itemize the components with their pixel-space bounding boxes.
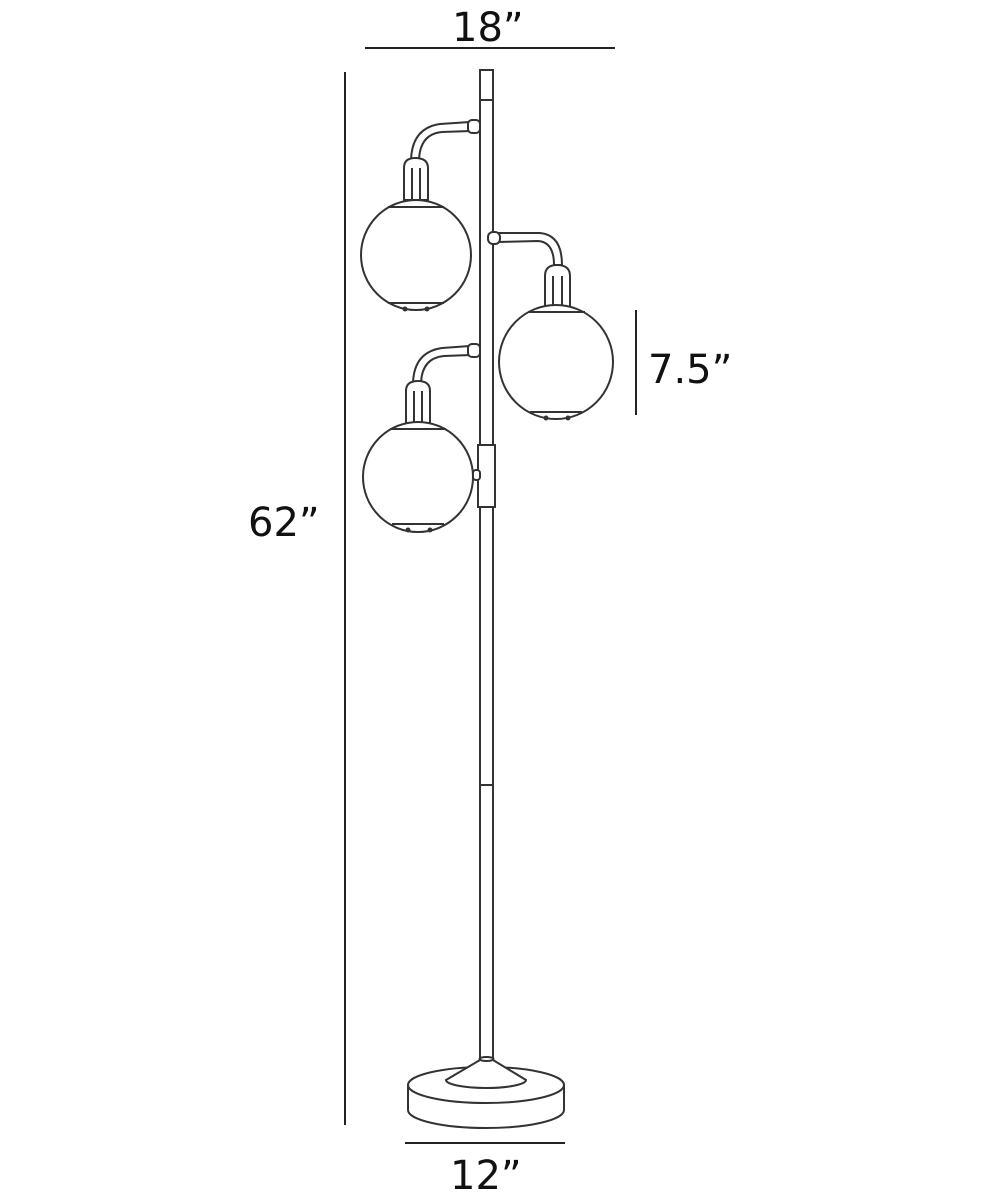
- lamp-base: [407, 1056, 565, 1129]
- lamp-head-right: [487, 231, 614, 421]
- height-label: 62”: [248, 500, 320, 546]
- glass-globe: [362, 421, 474, 533]
- switch-knob: [472, 469, 481, 481]
- base-diameter-label: 12”: [450, 1153, 522, 1199]
- glass-globe: [498, 304, 614, 420]
- floor-lamp: [360, 69, 614, 1129]
- lamp-head-upper-left: [360, 119, 481, 312]
- lamp-head-lower-left: [362, 343, 481, 533]
- width-label: 18”: [452, 5, 524, 51]
- shade-height-label: 7.5”: [648, 347, 733, 393]
- glass-globe: [360, 199, 472, 311]
- lamp-pole: [479, 69, 494, 1061]
